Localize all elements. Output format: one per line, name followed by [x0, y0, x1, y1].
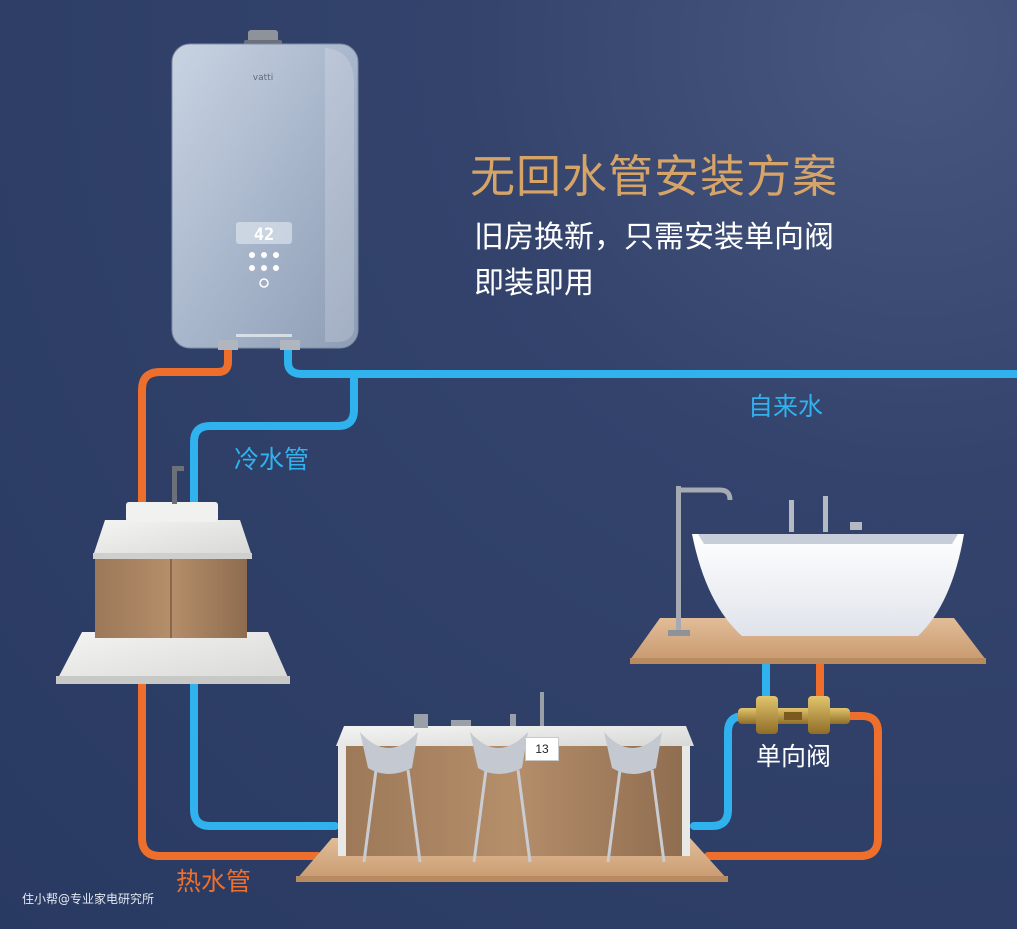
number-badge: 13	[525, 737, 559, 761]
page-title: 无回水管安装方案	[470, 150, 839, 203]
heater-brand-logo: vatti	[253, 73, 273, 83]
tap-water-label: 自来水	[748, 392, 824, 421]
sink-cabinet	[56, 466, 290, 684]
bar-stool-2	[470, 732, 532, 863]
subtitle-line-1: 旧房换新，只需安装单向阀	[474, 220, 834, 255]
subtitle-line-2: 即装即用	[474, 266, 594, 301]
cold-pipe-label: 冷水管	[234, 445, 310, 474]
check-valve	[738, 696, 850, 734]
cold-water-pipe	[190, 341, 1017, 830]
hot-pipe-label: 热水管	[176, 867, 252, 896]
heater-temperature-display: 42	[254, 225, 274, 245]
bar-stool-3	[604, 732, 666, 863]
watermark: 住小帮@专业家电研究所	[22, 892, 155, 906]
bar-stool-1	[360, 732, 422, 863]
bathtub	[630, 486, 986, 664]
check-valve-label: 单向阀	[756, 742, 832, 771]
hot-water-pipe	[138, 341, 882, 860]
water-heater	[171, 30, 359, 350]
